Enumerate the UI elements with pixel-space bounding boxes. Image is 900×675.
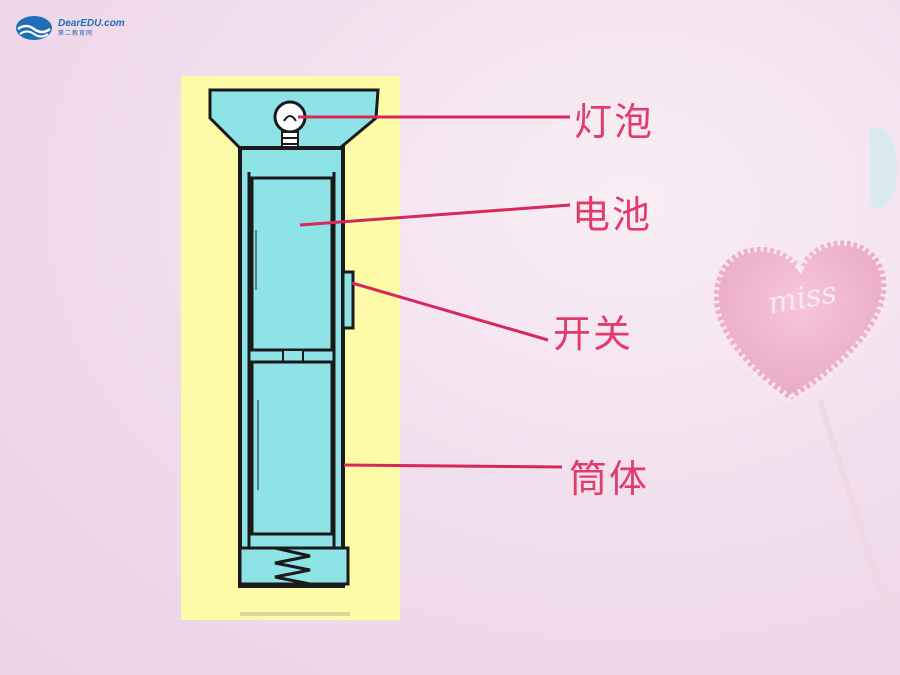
battery-top (250, 176, 334, 352)
logo-name: DearEDU.com (58, 18, 125, 29)
lollipop-decoration: miss (690, 100, 900, 624)
switch-part (341, 270, 355, 330)
logo-subtitle: 第二教育网 (58, 30, 94, 37)
site-logo: DearEDU.com 第二教育网 (14, 14, 125, 42)
switch-leader-line (351, 281, 549, 342)
wave-logo-icon (16, 16, 52, 40)
label-switch: 开关 (553, 312, 634, 356)
spring-icon (274, 546, 311, 586)
battery-leader-line (299, 203, 571, 227)
lollipop-image: miss (708, 128, 898, 621)
battery-bottom (250, 360, 334, 536)
tube-leader-line (343, 463, 563, 469)
label-bulb: 灯泡 (574, 100, 655, 144)
label-tube: 筒体 (569, 457, 650, 501)
label-battery: 电池 (572, 193, 653, 237)
